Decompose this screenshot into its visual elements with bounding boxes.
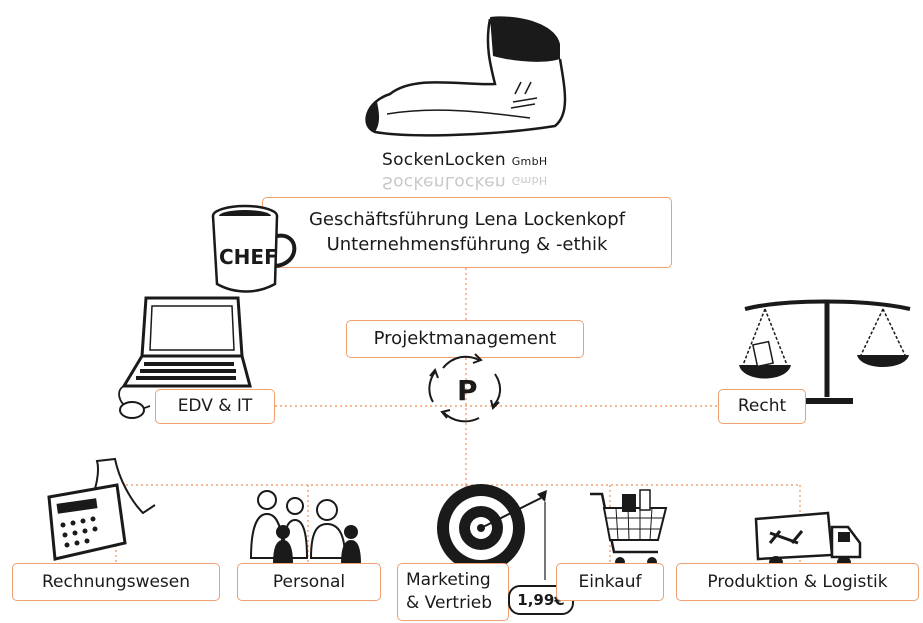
delivery-truck-icon xyxy=(754,511,862,570)
marketing-box[interactable]: Marketing & Vertrieb xyxy=(397,563,509,621)
marketing-label-line2: & Vertrieb xyxy=(406,593,493,613)
sock-logo-icon xyxy=(365,16,567,137)
edv-label: EDV & IT xyxy=(177,396,253,417)
ceo-box[interactable]: Geschäftsführung Lena Lockenkopf Unterne… xyxy=(262,197,672,268)
ceo-title: Geschäftsführung Lena Lockenkopf xyxy=(308,209,626,231)
rechnungswesen-label: Rechnungswesen xyxy=(41,571,191,592)
project-cycle-icon: P xyxy=(428,353,501,423)
company-suffix-reflection: GmbH xyxy=(511,174,548,187)
scales-icon xyxy=(739,299,911,404)
company-name-reflection-text: SockenLocken xyxy=(382,172,507,192)
produktion-box[interactable]: Produktion & Logistik xyxy=(676,563,919,601)
project-symbol: P xyxy=(457,374,478,407)
coffee-mug-icon: CHEF xyxy=(211,204,297,293)
personal-label: Personal xyxy=(272,571,346,592)
laptop-icon xyxy=(118,296,252,419)
people-group-icon xyxy=(249,490,361,564)
projektmanagement-label: Projektmanagement xyxy=(373,327,557,349)
edv-box[interactable]: EDV & IT xyxy=(155,389,275,424)
company-name-text: SockenLocken xyxy=(382,150,507,170)
price-tag-text: 1,99€ xyxy=(517,591,565,609)
ceo-subtitle: Unternehmensführung & -ethik xyxy=(326,233,608,255)
calculator-receipt-icon xyxy=(47,457,156,561)
mug-label: CHEF xyxy=(219,245,278,269)
einkauf-label: Einkauf xyxy=(578,571,642,592)
personal-box[interactable]: Personal xyxy=(237,563,381,601)
recht-label: Recht xyxy=(737,396,787,417)
produktion-label: Produktion & Logistik xyxy=(707,571,888,592)
marketing-label-line1: Marketing xyxy=(406,570,491,591)
projektmanagement-box[interactable]: Projektmanagement xyxy=(346,320,584,358)
company-name-reflection: SockenLocken GmbH xyxy=(382,172,547,192)
rechnungswesen-box[interactable]: Rechnungswesen xyxy=(12,563,220,601)
recht-box[interactable]: Recht xyxy=(718,389,806,424)
company-suffix: GmbH xyxy=(511,155,548,168)
company-name: SockenLocken GmbH xyxy=(382,150,547,170)
target-icon xyxy=(437,484,547,580)
einkauf-box[interactable]: Einkauf xyxy=(556,563,664,601)
